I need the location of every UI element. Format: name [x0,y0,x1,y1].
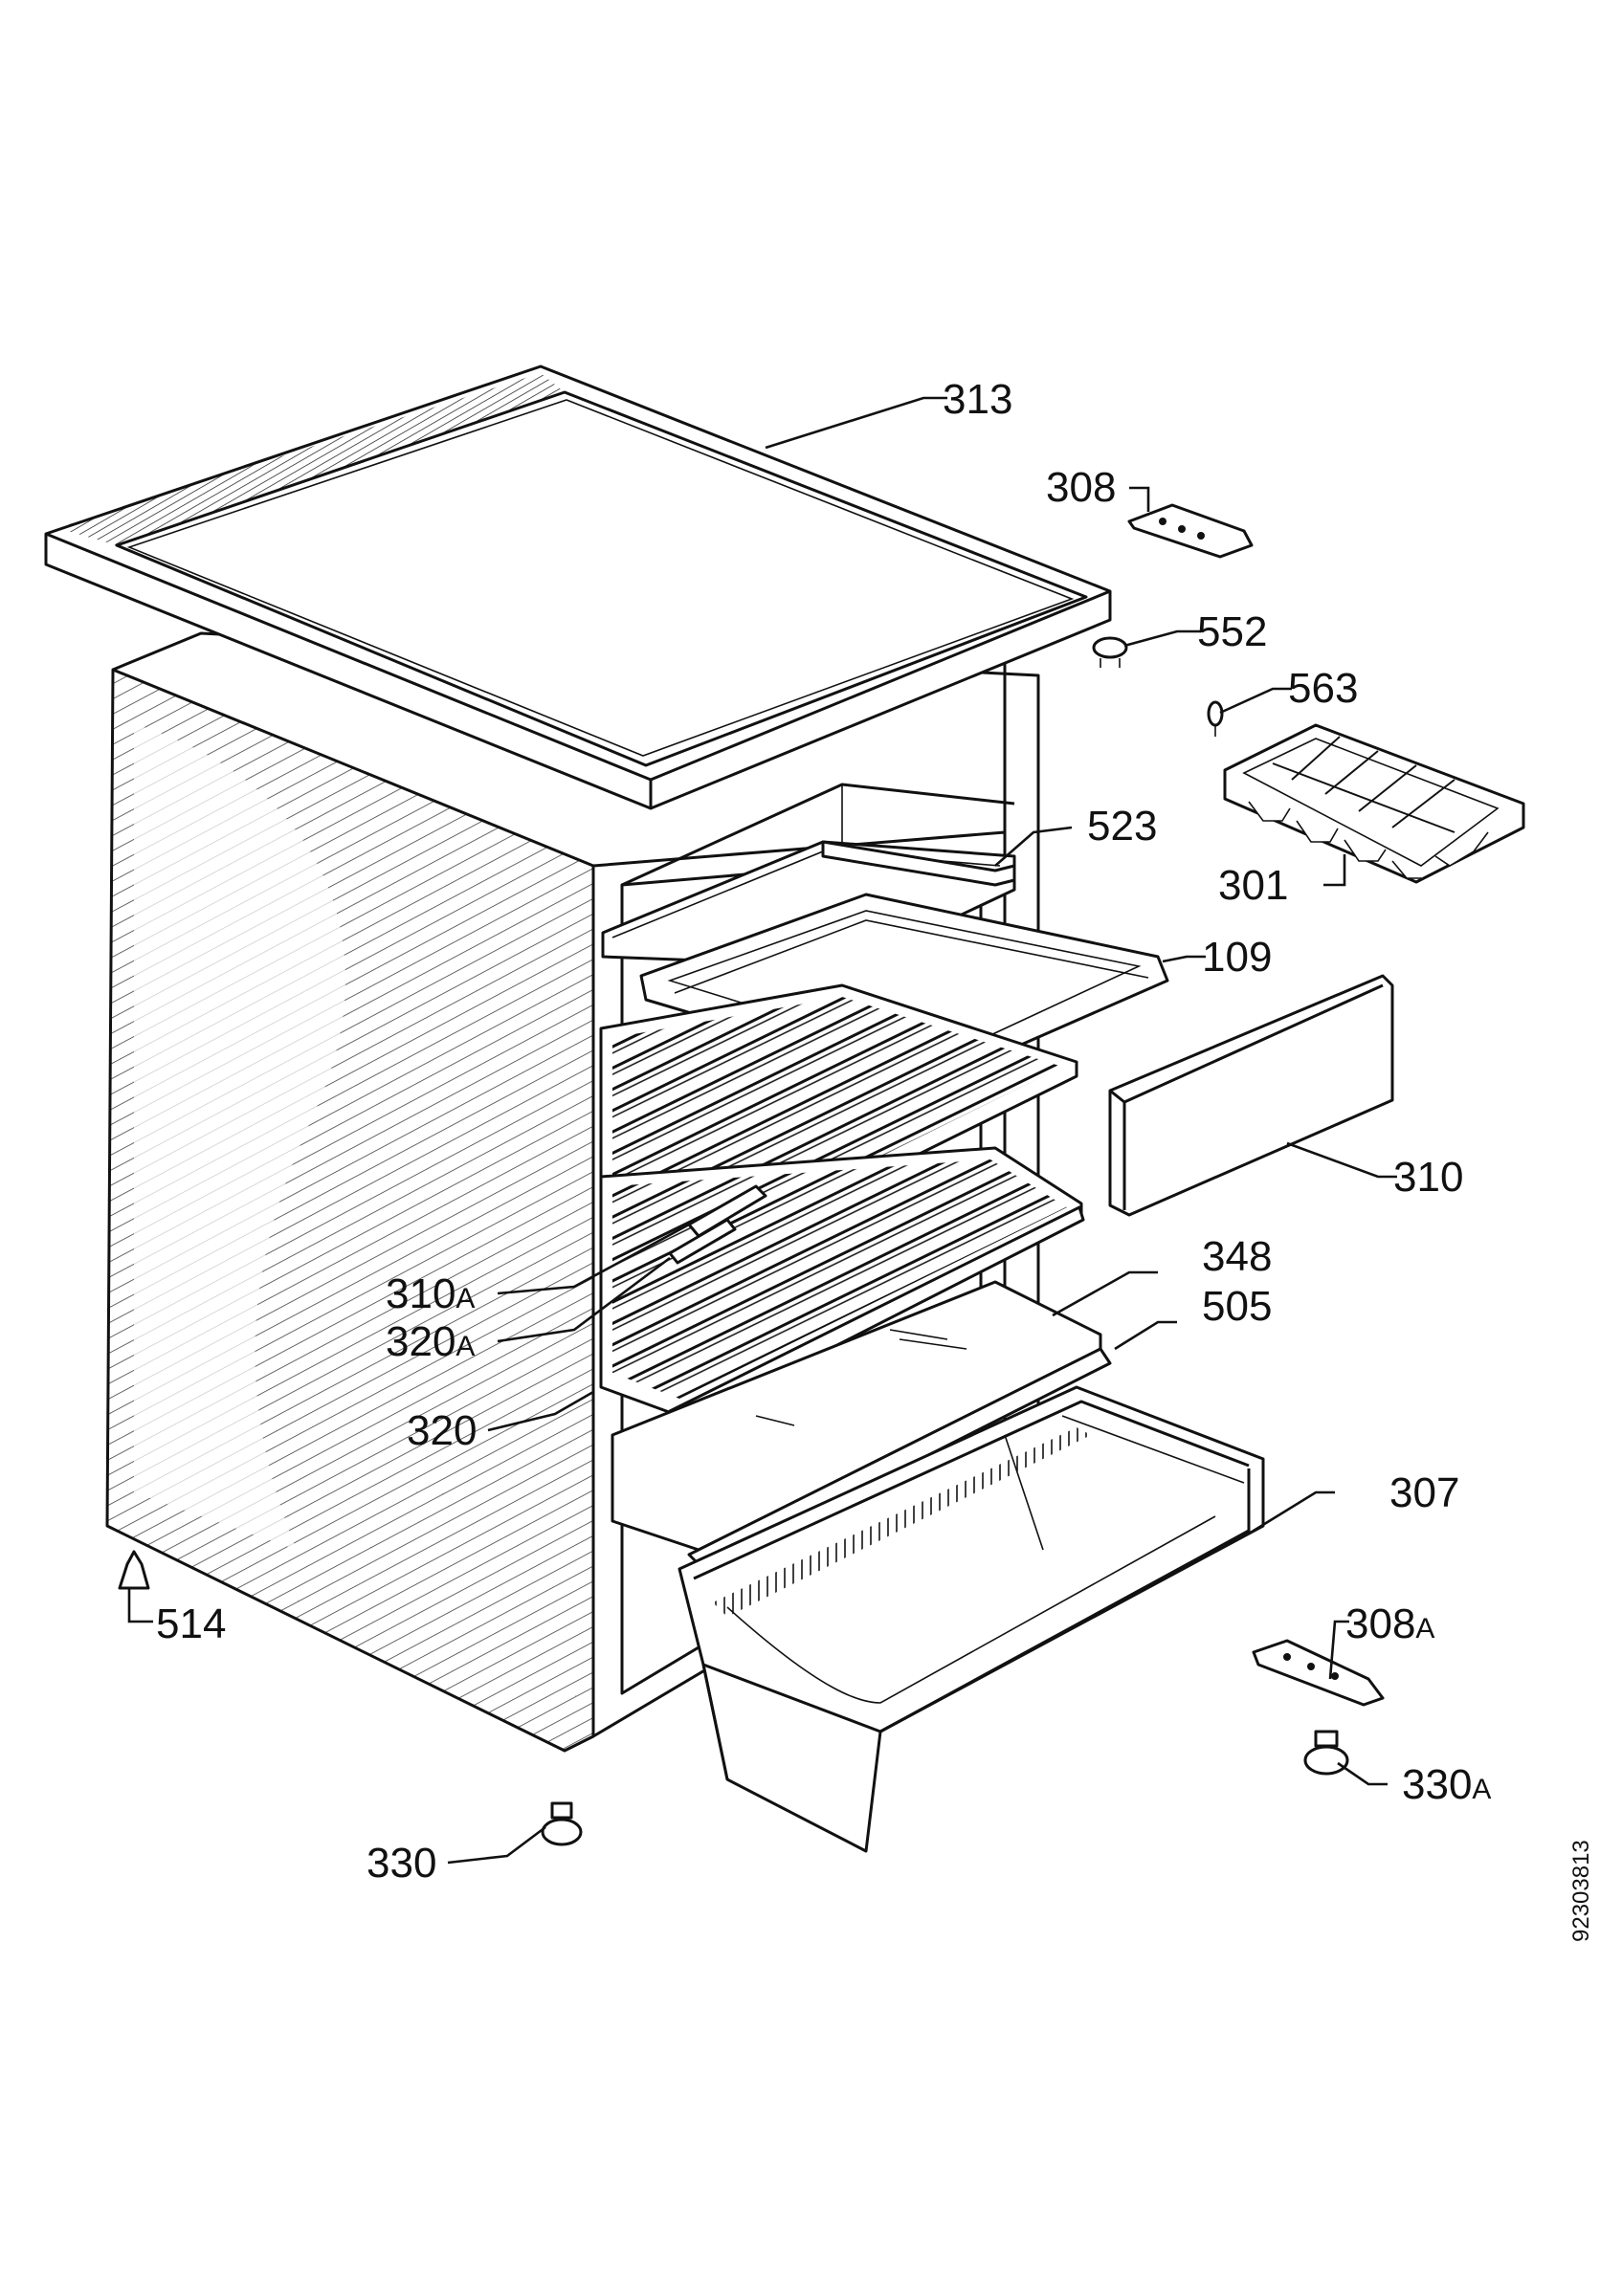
screw-552 [1092,636,1128,668]
crisper-cover [1108,974,1394,1217]
label-514: 514 [156,1601,226,1647]
adjustable-foot-330 [541,1801,583,1846]
label-330: 330 [367,1840,436,1887]
label-320: 320 [407,1407,477,1454]
label-308: 308 [1046,464,1116,511]
pin-563 [1207,700,1224,737]
label-320a: 320A [386,1318,475,1365]
label-301: 301 [1218,862,1288,909]
label-330a: 330A [1402,1761,1491,1808]
part-labels: 313 308 552 563 523 301 109 310 348 310A… [156,376,1491,1887]
label-348: 348 [1202,1233,1272,1280]
hinge-bottom [1252,1639,1385,1707]
document-number: 92303813 [1568,1840,1594,1942]
hinge-top [1127,503,1254,559]
drip-tray-bar [821,840,1016,887]
label-523: 523 [1087,803,1157,850]
adjustable-foot-330a [1303,1730,1349,1776]
label-307: 307 [1389,1469,1459,1516]
foot-514 [118,1550,150,1590]
leader-lines [127,396,1397,1865]
label-552: 552 [1197,608,1267,655]
label-310: 310 [1393,1154,1463,1201]
crisper-drawer [678,1385,1265,1853]
ice-cube-tray [1223,723,1525,884]
label-563: 563 [1288,665,1358,712]
shelf-support-bar [668,1184,767,1265]
label-505: 505 [1202,1283,1272,1330]
label-308a: 308A [1345,1601,1434,1647]
top-cover [44,364,1112,810]
label-313: 313 [943,376,1012,423]
label-109: 109 [1202,934,1272,981]
label-310a: 310A [386,1270,475,1317]
